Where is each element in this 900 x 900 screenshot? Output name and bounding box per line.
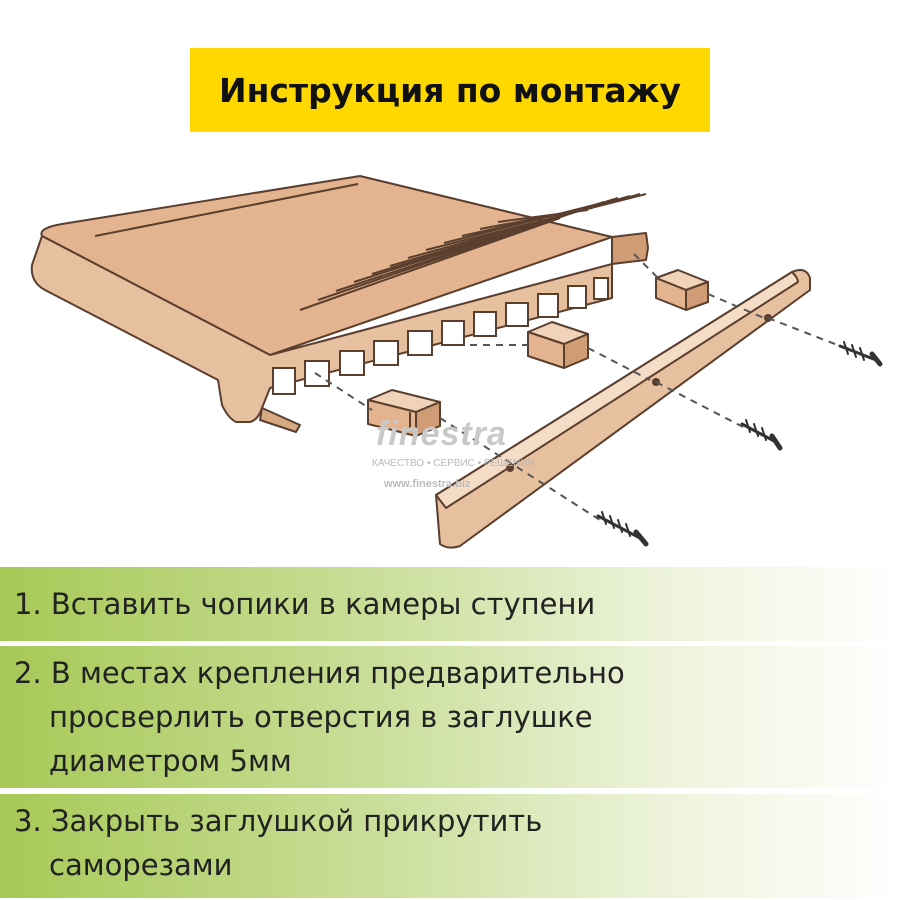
step-2-line-3: диаметром 5мм [49,744,292,778]
stair-step-board [30,175,649,433]
screw-top [838,341,883,367]
page-title: Инструкция по монтажу [218,70,682,110]
board-grooves [94,183,647,311]
plug-middle [527,321,589,369]
step-2-line-2: просверлить отверстия в заглушке [49,700,593,734]
title-banner: Инструкция по монтажу [190,48,710,132]
instruction-step-3: 3. Закрыть заглушкой прикрутить самореза… [0,794,900,898]
watermark-tagline: КАЧЕСТВО • СЕРВИС • РЕШЕНИЯ [372,458,535,469]
alignment-dashes [314,253,841,521]
step-3-line-2: саморезами [49,848,233,882]
watermark-logo: finestra [376,415,507,453]
screw-middle [740,419,783,451]
instruction-step-2: 2. В местах крепления предварительно про… [0,646,900,788]
plug-left [367,389,441,437]
step-3-line-1: 3. Закрыть заглушкой прикрутить [14,804,543,838]
end-cap-plate [435,269,811,549]
plug-right [655,269,709,311]
step-1-line-1: 1. Вставить чопики в камеры ступени [14,587,596,621]
step-2-line-1: 2. В местах крепления предварительно [14,656,625,690]
watermark-url: www.finestra.biz [384,478,471,490]
board-chambers [272,277,609,395]
assembly-illustration [30,175,883,549]
instruction-step-1: 1. Вставить чопики в камеры ступени [0,567,900,641]
screw-bottom [596,511,649,547]
